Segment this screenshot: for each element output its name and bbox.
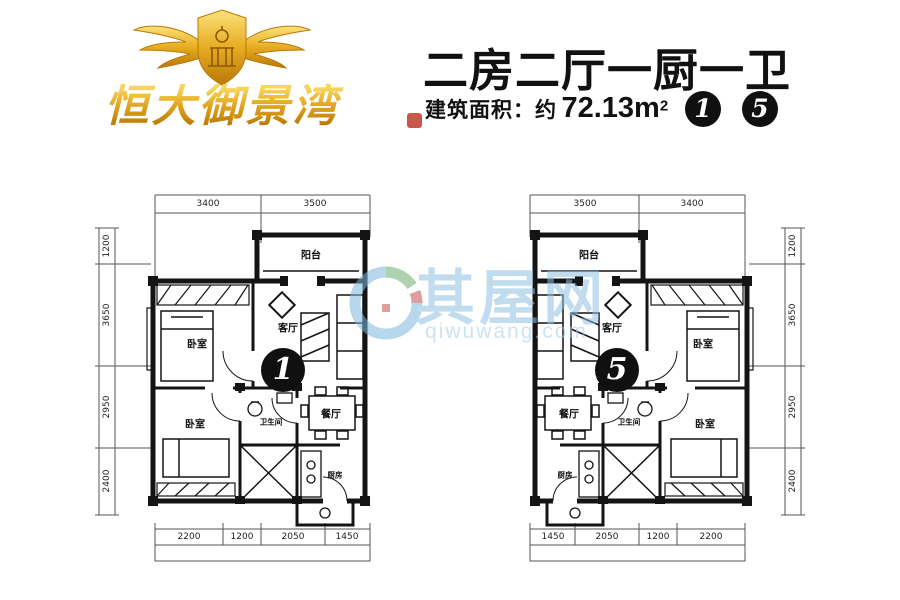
room-label-bedroom: 卧室 <box>693 339 713 351</box>
room-label-living: 客厅 <box>602 323 622 335</box>
room-label-balcony: 阳台 <box>301 250 321 262</box>
unit-number-badge-1: 1 <box>685 91 721 127</box>
dim-label: 2200 <box>177 532 201 542</box>
dim-label: 3500 <box>573 199 597 209</box>
plan-unit-number-badge: 5 <box>595 348 639 392</box>
dim-label: 2050 <box>281 532 305 542</box>
room-label-dining: 餐厅 <box>559 409 579 421</box>
room-label-kitchen: 厨房 <box>557 470 573 480</box>
floor-plan-unit-1: 3400 3500 1200 3650 2950 2400 2200 1200 … <box>85 183 400 563</box>
floor-plan-1-drawing <box>85 183 400 563</box>
room-label-living: 客厅 <box>278 323 298 335</box>
brand-logo: 恒大御景湾 <box>88 4 422 130</box>
dim-label: 3650 <box>788 303 798 327</box>
dim-label: 1450 <box>335 532 359 542</box>
dim-label: 3500 <box>303 199 327 209</box>
room-label-bedroom: 卧室 <box>695 419 715 431</box>
dim-label: 2400 <box>788 469 798 493</box>
dim-label: 1200 <box>646 532 670 542</box>
floor-plan-5-drawing <box>500 183 815 563</box>
area-line: 建筑面积：约 72.13m2 <box>425 92 668 125</box>
dim-label: 1200 <box>230 532 254 542</box>
red-seal-icon <box>407 113 422 129</box>
room-label-bathroom: 卫生间 <box>259 417 283 427</box>
unit-number-badge-5: 5 <box>742 91 778 127</box>
dim-label: 3650 <box>102 303 112 327</box>
dim-label: 2950 <box>102 395 112 419</box>
dim-label: 2400 <box>102 469 112 493</box>
page-title: 二房二厅一厨一卫 <box>423 46 792 96</box>
dim-label: 1200 <box>788 234 798 258</box>
room-label-balcony: 阳台 <box>579 250 599 262</box>
room-label-dining: 餐厅 <box>321 409 341 421</box>
area-prefix: 建筑面积：约 <box>425 99 557 122</box>
floor-plan-unit-5: 3500 3400 1200 3650 2950 2400 1450 2050 … <box>500 183 815 563</box>
plan-unit-number-badge: 1 <box>261 348 305 392</box>
area-exponent: 2 <box>659 97 669 115</box>
room-label-kitchen: 厨房 <box>327 470 343 480</box>
dim-label: 3400 <box>680 199 704 209</box>
dim-label: 3400 <box>196 199 220 209</box>
dim-label: 2950 <box>788 395 798 419</box>
dim-label: 2200 <box>699 532 723 542</box>
room-label-bedroom: 卧室 <box>185 419 205 431</box>
dim-label: 1450 <box>541 532 565 542</box>
area-value: 72.13m <box>561 92 660 124</box>
dim-label: 1200 <box>102 234 112 258</box>
winged-shield-emblem-icon <box>132 9 312 86</box>
room-label-bedroom: 卧室 <box>187 339 207 351</box>
dim-label: 2050 <box>595 532 619 542</box>
room-label-bathroom: 卫生间 <box>617 417 641 427</box>
brand-name: 恒大御景湾 <box>88 84 422 130</box>
